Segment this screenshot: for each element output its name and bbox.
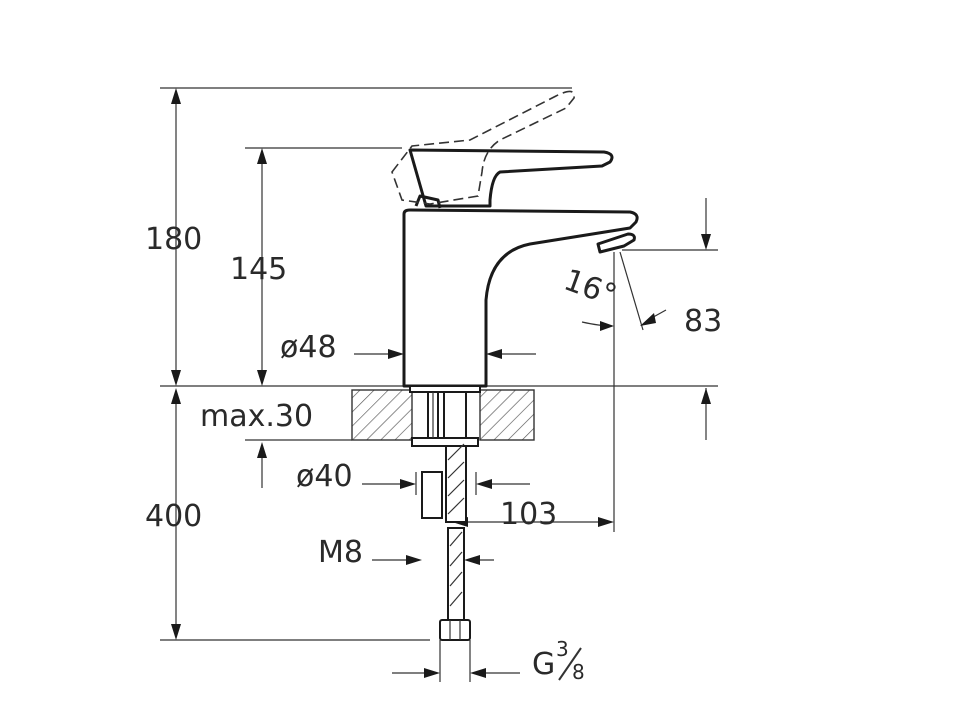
connection-fraction-denominator: 8 [572,660,585,684]
dimension-connection-thread: G 3 8 [392,637,585,684]
faucet-body [402,148,639,388]
tail-reach-label: 103 [500,497,557,532]
dimension-max-counter: max.30 [200,388,711,488]
dimension-spout-height: 145 [230,148,287,386]
body-diameter-label: ø48 [280,330,337,365]
countertop [351,389,535,441]
total-height-label: 180 [145,222,202,257]
dimension-rod-thread: M8 [318,535,494,570]
lever-open-position [391,90,575,205]
connection-fraction-numerator: 3 [556,637,569,661]
under-counter-fixings [409,385,481,641]
hole-diameter-label: ø40 [296,459,353,494]
dimension-body-diameter: ø48 [280,330,536,365]
connection-thread-label: G [532,647,555,682]
under-counter-label: 400 [145,499,202,534]
spout-reach-label: 83 [684,304,722,339]
dimension-total-height: 180 [145,88,202,386]
dimension-tail-reach: 103 [452,497,614,532]
spout-angle-annotation: 16° 83 [559,251,722,339]
spout-height-label: 145 [230,252,287,287]
max-counter-label: max.30 [200,399,313,434]
spout-angle-label: 16° [559,263,621,314]
dimension-spout-outlet [701,198,711,250]
dimension-hole-diameter: ø40 [296,459,530,494]
rod-thread-label: M8 [318,535,363,570]
dimension-under-counter: 400 [145,388,202,640]
